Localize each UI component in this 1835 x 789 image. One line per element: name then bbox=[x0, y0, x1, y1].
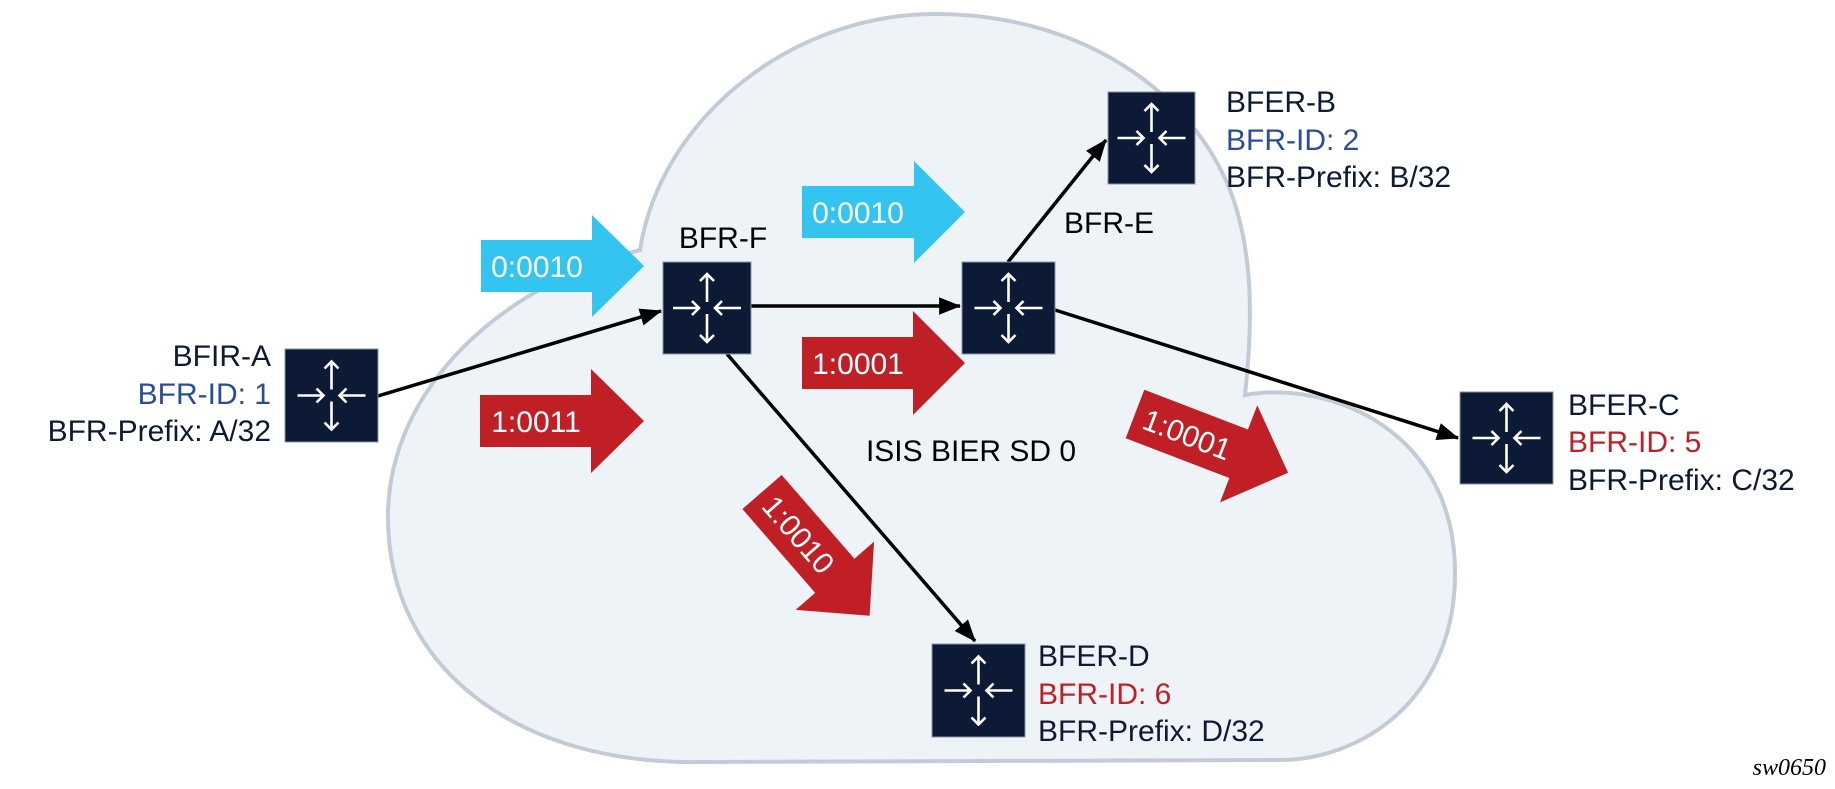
router-name-bfer-d: BFER-D bbox=[1038, 640, 1150, 673]
link-bfr-f-to-bfer-d bbox=[725, 352, 977, 643]
bfr-prefix-bfir-a: BFR-Prefix: A/32 bbox=[48, 415, 271, 448]
router-name-bfr-e: BFR-E bbox=[1064, 207, 1154, 240]
bfr-prefix-bfer-d: BFR-Prefix: D/32 bbox=[1038, 715, 1265, 748]
bfr-id-bfer-b: BFR-ID: 2 bbox=[1226, 124, 1359, 157]
router-name-bfer-c: BFER-C bbox=[1568, 389, 1680, 422]
bitstring-arrow-blue-1: 0:0010 bbox=[481, 215, 644, 317]
router-bfr-f[interactable] bbox=[662, 261, 752, 355]
router-bfer-c[interactable] bbox=[1459, 391, 1554, 485]
link-bfr-e-to-bfer-c bbox=[1054, 308, 1460, 441]
bfr-prefix-bfer-c: BFR-Prefix: C/32 bbox=[1568, 464, 1795, 497]
bitstring-label: 0:0010 bbox=[812, 197, 904, 230]
router-bfer-d[interactable] bbox=[931, 643, 1026, 738]
bitstring-arrow-red-2: 1:0001 bbox=[802, 311, 965, 415]
bfr-prefix-bfer-b: BFR-Prefix: B/32 bbox=[1226, 161, 1451, 194]
bfr-id-bfer-d: BFR-ID: 6 bbox=[1038, 678, 1171, 711]
router-name-bfr-f: BFR-F bbox=[679, 222, 767, 255]
link-bfir-a-to-bfr-f bbox=[377, 308, 663, 398]
bitstring-label: 1:0001 bbox=[812, 348, 904, 381]
router-bfir-a[interactable] bbox=[284, 348, 379, 443]
router-name-bfer-b: BFER-B bbox=[1226, 86, 1336, 119]
router-name-bfir-a: BFIR-A bbox=[173, 340, 271, 373]
router-bfr-e[interactable] bbox=[961, 261, 1056, 355]
bitstring-label: 1:0011 bbox=[491, 406, 581, 439]
domain-label: ISIS BIER SD 0 bbox=[866, 435, 1076, 468]
bitstring-arrow-blue-2: 0:0010 bbox=[802, 161, 965, 263]
figure-id: sw0650 bbox=[1753, 755, 1826, 781]
bitstring-label: 0:0010 bbox=[491, 251, 583, 284]
router-bfer-b[interactable] bbox=[1107, 91, 1196, 185]
bitstring-arrow-red-1: 1:0011 bbox=[480, 369, 644, 473]
bfr-id-bfir-a: BFR-ID: 1 bbox=[138, 378, 271, 411]
bfr-id-bfer-c: BFR-ID: 5 bbox=[1568, 426, 1701, 459]
link-bfr-e-to-bfer-b bbox=[1006, 138, 1108, 264]
